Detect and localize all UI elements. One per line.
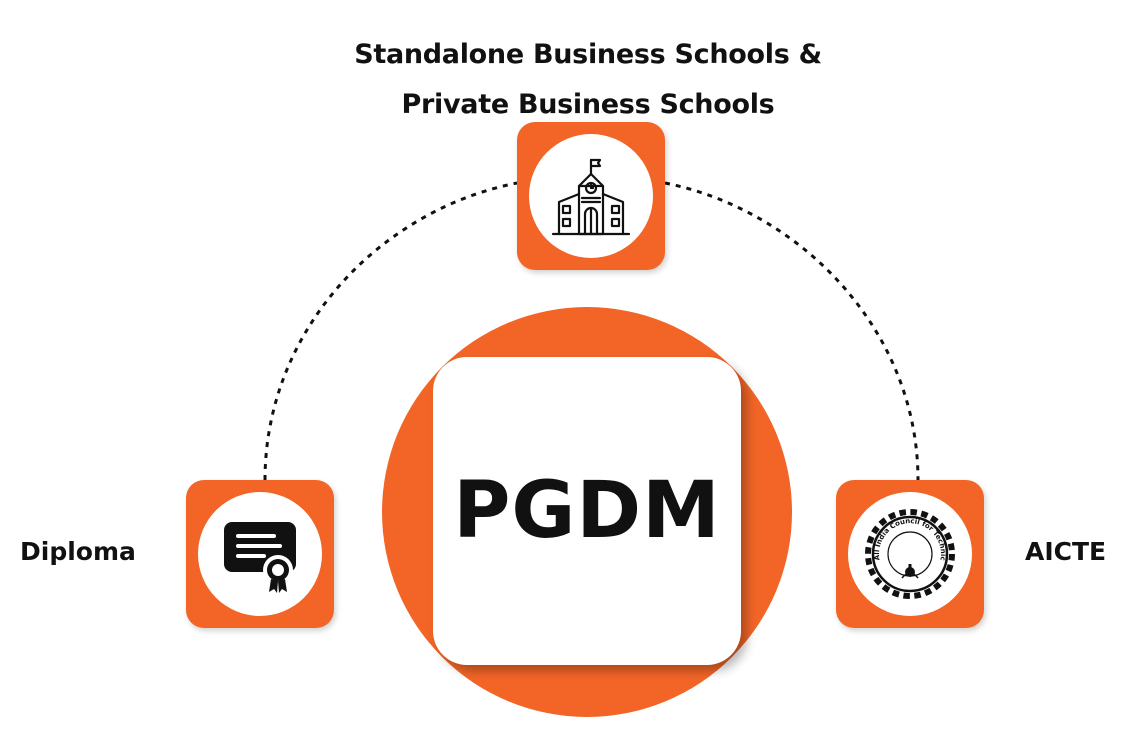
left-node-label: Diploma xyxy=(20,537,136,566)
top-node-label-line1: Standalone Business Schools & xyxy=(354,39,822,70)
diploma-node xyxy=(186,480,334,628)
top-node-label: Standalone Business Schools & Private Bu… xyxy=(288,30,888,130)
diploma-icon-circle xyxy=(198,492,322,616)
aicte-logo: All India Council for Technical Educatio… xyxy=(854,498,955,599)
top-node-label-line2: Private Business Schools xyxy=(401,89,775,120)
pgdm-card: PGDM xyxy=(433,357,741,665)
school-building-icon xyxy=(551,158,631,236)
pgdm-title: PGDM xyxy=(453,466,721,556)
certificate-icon xyxy=(224,522,296,593)
aicte-node: All India Council for Technical Educatio… xyxy=(836,480,984,628)
business-schools-icon-circle xyxy=(529,134,653,258)
business-schools-node xyxy=(517,122,665,270)
aicte-icon-circle: All India Council for Technical Educatio… xyxy=(848,492,972,616)
right-node-label: AICTE xyxy=(1025,537,1107,566)
